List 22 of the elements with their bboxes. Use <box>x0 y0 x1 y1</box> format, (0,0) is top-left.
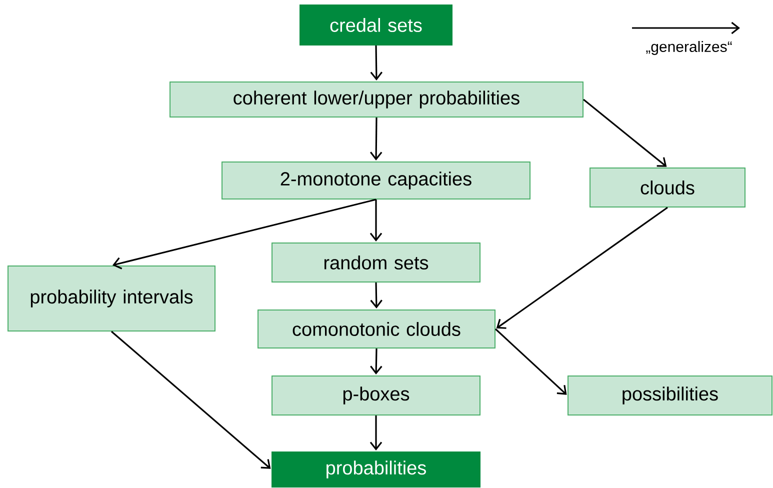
legend-label: „generalizes“ <box>646 41 732 55</box>
concept-box: coherent lower/upper probabilities <box>170 82 584 118</box>
concept-box: comonotonic clouds <box>258 310 496 348</box>
highlighted-box: probabilities <box>272 452 480 488</box>
arrow <box>110 330 271 469</box>
concept-box: possibilities <box>568 376 772 416</box>
arrow <box>370 348 382 374</box>
concept-box: random sets <box>272 242 480 282</box>
arrow <box>496 206 668 329</box>
arrow <box>370 282 382 308</box>
concept-box: 2-monotone capacities <box>222 162 530 200</box>
arrow <box>494 328 567 395</box>
arrow <box>370 45 383 80</box>
concept-box: probability intervals <box>8 266 216 332</box>
concept-box: p-boxes <box>272 376 480 416</box>
arrow <box>370 416 382 450</box>
arrow <box>112 198 376 270</box>
arrow <box>370 117 382 160</box>
arrow <box>583 98 667 167</box>
concept-box: clouds <box>590 168 746 208</box>
highlighted-box: credal sets <box>300 4 452 46</box>
arrow <box>370 200 382 242</box>
